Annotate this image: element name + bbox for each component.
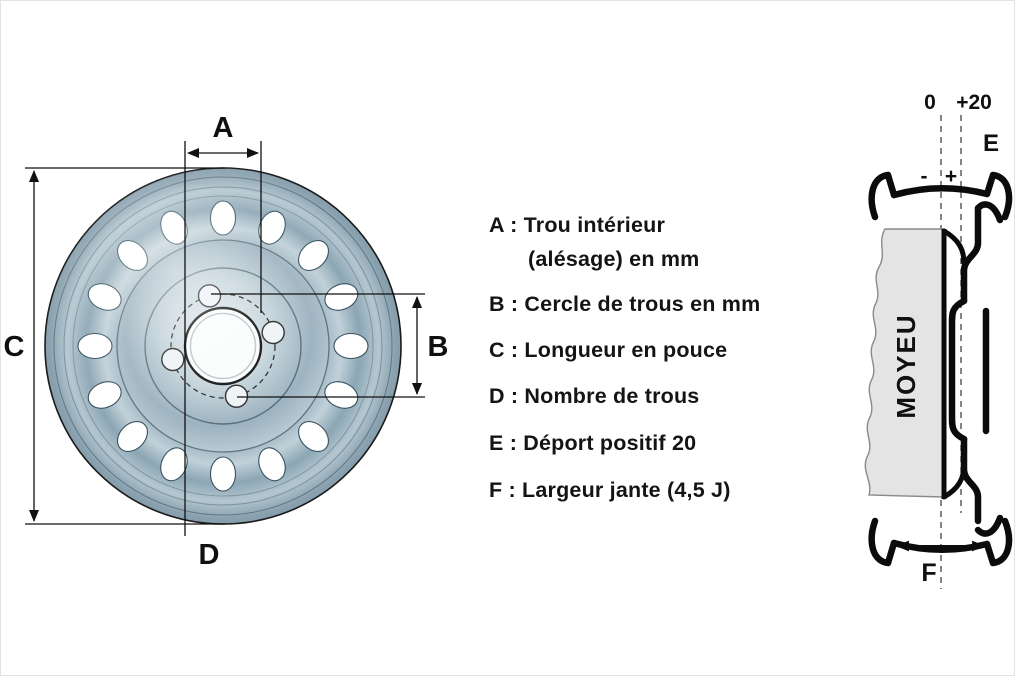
hub-moyeu-label: MOYEU: [891, 313, 921, 418]
dimension-b-label: B: [428, 331, 449, 363]
legend-item-c: C : Longueur en pouce: [489, 338, 728, 362]
dimension-b-lines: [211, 293, 425, 398]
dimension-a-lines: [184, 141, 262, 536]
offset-zero-label: 0: [924, 91, 936, 114]
legend-item-a-cont: (alésage) en mm: [528, 247, 700, 271]
dimension-f-label: F: [921, 559, 936, 587]
minus-sign-label: -: [921, 165, 928, 188]
legend-item-d: D : Nombre de trous: [489, 384, 700, 408]
legend-item-a: A : Trou intérieur: [489, 213, 666, 237]
wheel-rim-graphic: [44, 167, 402, 525]
rim-cross-section-diagram: 0 +20 E - + MOYEU F: [864, 91, 1013, 589]
dimension-c-label: C: [4, 331, 25, 363]
dimension-d-label: D: [199, 539, 220, 571]
dimension-a-label: A: [213, 112, 234, 144]
dimension-c-lines: [25, 167, 225, 525]
legend-item-f: F : Largeur jante (4,5 J): [489, 478, 731, 502]
dimension-e-label: E: [983, 130, 999, 157]
hub-block: [864, 228, 945, 498]
wheel-front-view-diagram: A C B D: [4, 112, 449, 571]
rim-profile: [868, 171, 1013, 567]
offset-plus20-label: +20: [956, 91, 992, 114]
center-bore: [183, 306, 263, 386]
legend-item-b: B : Cercle de trous en mm: [489, 292, 761, 316]
legend-item-e: E : Déport positif 20: [489, 431, 697, 455]
plus-sign-label: +: [945, 165, 957, 188]
